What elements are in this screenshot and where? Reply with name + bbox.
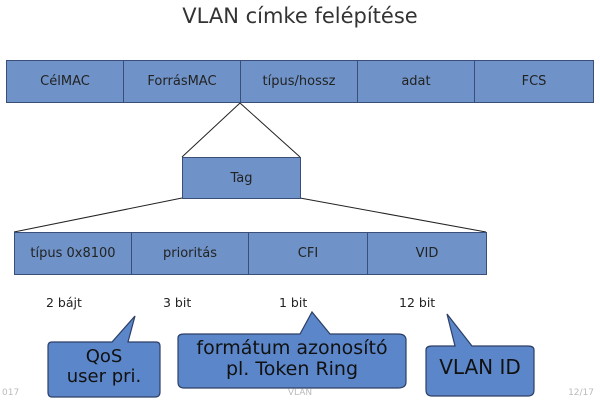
size-label-priority: 3 bit (163, 295, 192, 310)
tag-field-priority: prioritás (131, 232, 249, 275)
expand-line-right (299, 197, 487, 233)
frame-field-fcs: FCS (474, 60, 594, 103)
callout-format-line1: formátum azonosító (196, 337, 388, 359)
tag-field-vid: VID (367, 232, 487, 275)
callout-qos-line2: user pri. (66, 365, 142, 387)
callout-vlan-line1: VLAN ID (439, 355, 521, 379)
callout-qos-line1: QoS (85, 346, 123, 367)
callout-qos-text: QoS user pri. (48, 347, 160, 387)
callout-format-bubble (177, 310, 407, 389)
expand-line-left (13, 197, 183, 233)
size-label-vid: 12 bit (399, 295, 436, 310)
connector-line-left (181, 102, 241, 158)
frame-field-type-length: típus/hossz (240, 60, 358, 103)
slide-title: VLAN címke felépítése (182, 4, 418, 28)
size-label-cfi: 1 bit (279, 295, 308, 310)
callout-format-text: formátum azonosító pl. Token Ring (178, 338, 406, 380)
callout-vlan-text: VLAN ID (426, 356, 534, 378)
frame-field-dst-mac: CélMAC (6, 60, 124, 103)
tag-field-type: típus 0x8100 (14, 232, 132, 275)
frame-field-data: adat (357, 60, 475, 103)
footer-page-number: 12/17 (568, 388, 594, 398)
frame-field-src-mac: ForrásMAC (123, 60, 241, 103)
footer-left: 017 (2, 388, 20, 398)
tag-box: Tag (182, 157, 301, 199)
connector-line-right (239, 102, 301, 158)
size-label-type: 2 bájt (46, 295, 82, 310)
footer-center: VLAN (287, 388, 313, 398)
callout-qos-bubble (47, 315, 161, 398)
tag-field-cfi: CFI (248, 232, 368, 275)
callout-format-line2: pl. Token Ring (225, 357, 359, 380)
callout-vlan-bubble (425, 313, 535, 397)
